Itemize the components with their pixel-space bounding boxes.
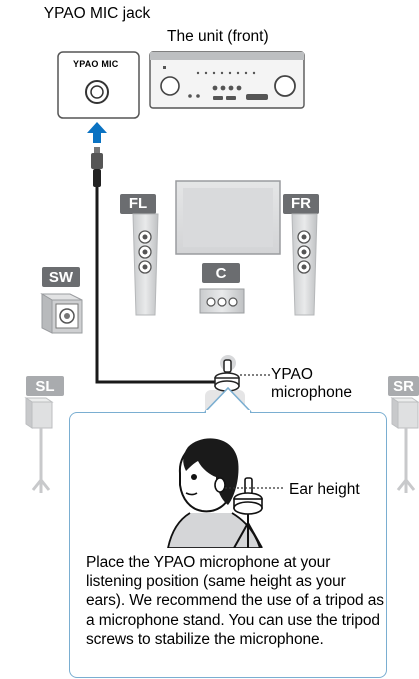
tag-sw: SW — [48, 269, 74, 286]
tag-sl: SL — [35, 378, 55, 395]
tag-sr: SR — [393, 378, 414, 395]
listener-illustration — [167, 438, 285, 548]
subwoofer-sw — [40, 267, 83, 334]
speaker-fr — [283, 194, 319, 316]
tag-c: C — [215, 265, 227, 282]
tag-fl: FL — [128, 195, 148, 212]
mic-plug-icon — [91, 147, 103, 187]
mic-jack-panel — [57, 51, 140, 119]
speaker-c — [199, 263, 245, 314]
unit-front-label: The unit (front) — [167, 28, 269, 45]
pointer-joint — [206, 410, 250, 414]
callout-pointer — [204, 386, 252, 413]
tv-screen — [175, 180, 281, 255]
ear-height-label: Ear height — [289, 481, 360, 498]
arrow-up-icon — [87, 122, 107, 143]
speaker-fl — [120, 194, 159, 316]
speaker-sl — [24, 376, 64, 493]
note-text: Place the YPAO microphone at your listen… — [86, 554, 384, 648]
microphone-label: YPAO microphone — [271, 366, 352, 401]
mic-jack-label: YPAO MIC jack — [43, 5, 151, 22]
panel-text: YPAO MIC — [73, 59, 119, 69]
microphone-cable — [95, 186, 216, 384]
speaker-sr — [388, 376, 419, 493]
av-receiver — [149, 51, 305, 109]
tag-fr: FR — [291, 195, 311, 212]
